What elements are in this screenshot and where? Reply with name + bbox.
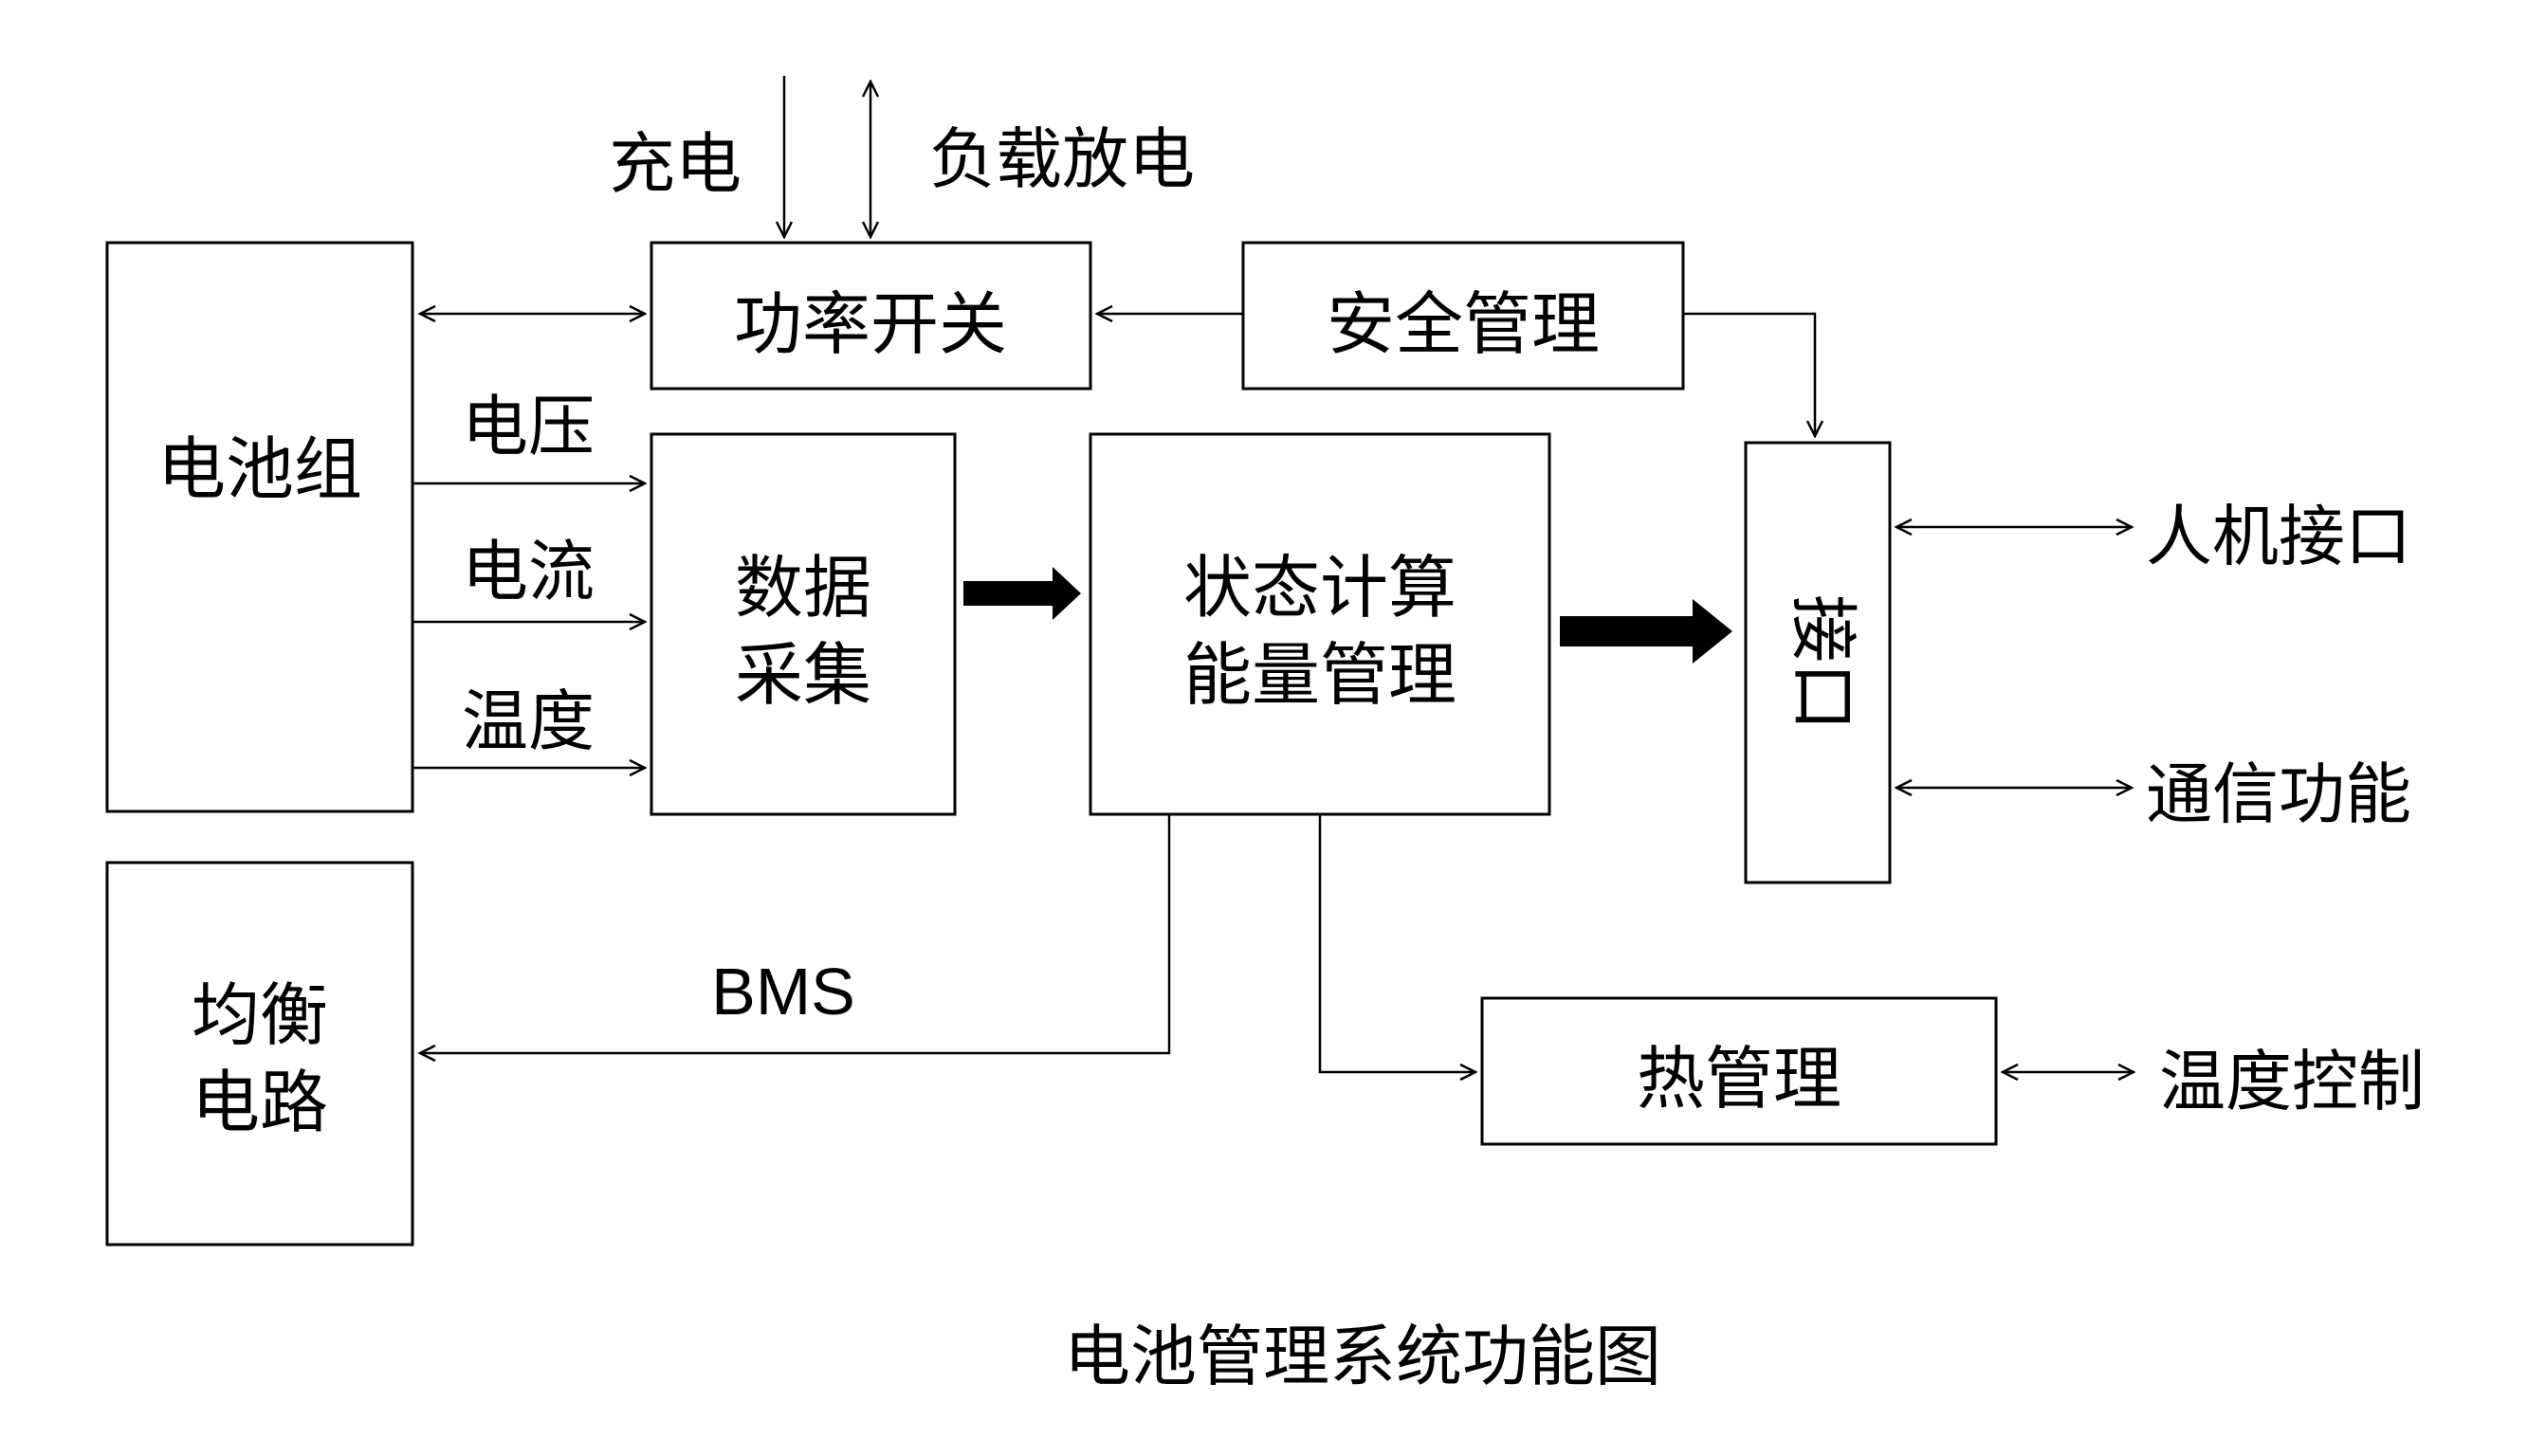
state-calc-label-line2: 能量管理: [1183, 635, 1456, 715]
balancing-circuit-box: [105, 861, 414, 1247]
battery-pack-box: [105, 241, 414, 813]
balancing-circuit-label-line2: 电路: [192, 1063, 328, 1142]
interface-box: [1744, 441, 1892, 884]
voltage-label: 电压: [462, 388, 595, 465]
current-label: 电流: [462, 533, 595, 610]
data-acquisition-label-line2: 采集: [735, 635, 871, 715]
communication-label: 通信功能: [2146, 755, 2411, 833]
load-discharge-label: 负载放电: [929, 120, 1195, 198]
state-to-thermal-arrow: [1318, 814, 1475, 1072]
state-calc-label-line1: 状态计算: [1183, 548, 1456, 628]
thermal-management-box: [1480, 996, 1998, 1146]
safety-management-box: [1241, 241, 1685, 391]
safety-management-label: 安全管理: [1327, 284, 1600, 364]
state-calc-box: [1089, 432, 1551, 816]
battery-pack-label: 电池组: [157, 429, 362, 509]
bms-label: BMS: [711, 955, 855, 1028]
data-acquisition-label-line1: 数据: [735, 548, 871, 628]
acquisition-to-state-block-arrow: [963, 567, 1081, 620]
charge-label: 充电: [609, 125, 742, 203]
safety-to-interface-arrow: [1683, 312, 1815, 436]
diagram-caption: 电池管理系统功能图: [1064, 1318, 1661, 1395]
data-acquisition-box: [650, 432, 957, 816]
temperature-label: 温度: [462, 682, 595, 760]
temperature-control-label: 温度控制: [2159, 1043, 2425, 1120]
power-switch-box: [650, 241, 1092, 391]
hmi-label: 人机接口: [2146, 498, 2411, 575]
interface-label: 接口: [1783, 594, 1862, 731]
bms-arrow: [420, 814, 1171, 1053]
thermal-management-label: 热管理: [1637, 1039, 1841, 1119]
state-to-interface-block-arrow: [1560, 599, 1732, 664]
power-switch-label: 功率开关: [734, 284, 1007, 364]
balancing-circuit-label-line1: 均衡: [192, 975, 328, 1055]
